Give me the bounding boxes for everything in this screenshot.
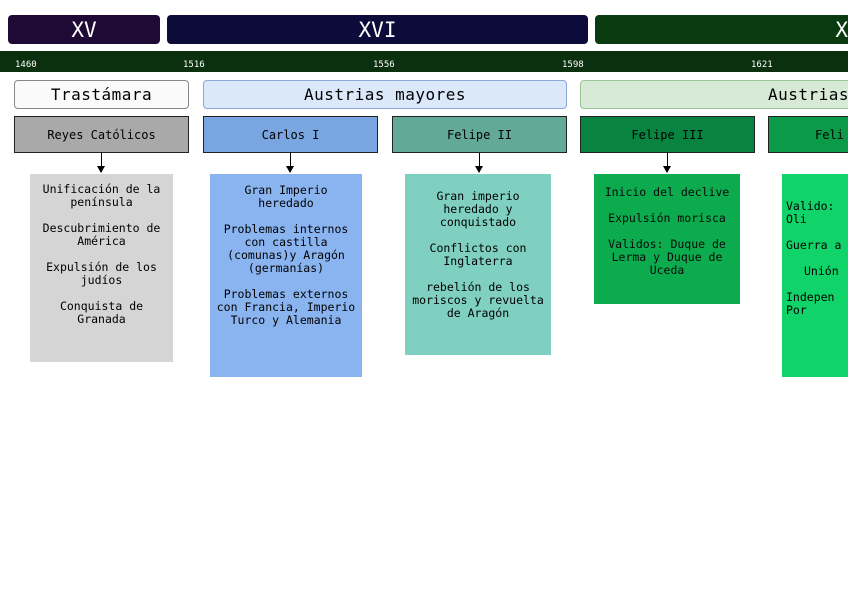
ruler-felipe-iv: Feli [768,116,848,153]
year-label: 1598 [562,60,584,70]
century-xvii: X [595,15,848,44]
events-carlos-i: Gran Imperio heredado Problemas internos… [210,174,362,377]
year-label: 1556 [373,60,395,70]
year-label: 1516 [183,60,205,70]
ruler-reyes-catolicos: Reyes Católicos [14,116,189,153]
dynasty-trastamara: Trastámara [14,80,189,109]
event-item: Validos: Duque de Lerma y Duque de Uceda [608,237,726,277]
dynasty-austrias-menores: Austrias [580,80,848,109]
dynasty-austrias-mayores: Austrias mayores [203,80,567,109]
events-reyes-catolicos: Unificación de la península Descubrimien… [30,174,173,362]
event-item: Conflictos con Inglaterra [429,241,527,268]
century-xvi: XVI [167,15,588,44]
event-item: Problemas externos con Francia, Imperio … [216,287,356,327]
event-item: Valido: Oli [786,199,835,226]
year-label: 1460 [15,60,37,70]
event-item: Gran imperio heredado y conquistado [436,189,520,229]
event-item: Inicio del declive [604,185,730,199]
ruler-carlos-i: Carlos I [203,116,378,153]
arrow-down-icon [663,153,671,173]
event-item: Expulsión morisca [608,211,726,225]
event-item: Unificación de la península [42,182,161,209]
event-item: rebelión de los moriscos y revuelta de A… [412,280,544,320]
ruler-felipe-iv-label: Feli [815,127,844,142]
ruler-felipe-iii: Felipe III [580,116,755,153]
event-item: Descubrimiento de América [42,221,161,248]
event-item: Problemas internos con castilla (comunas… [223,222,349,275]
dynasty-austrias-menores-label: Austrias [767,85,848,104]
event-item: Conquista de Granada [59,299,144,326]
events-felipe-iv: Valido: Oli Guerra a Unión Indepen Por [782,174,848,377]
events-felipe-iii: Inicio del declive Expulsión morisca Val… [594,174,740,304]
ruler-felipe-ii: Felipe II [392,116,567,153]
year-label: 1621 [751,60,773,70]
event-item: Guerra a [786,238,842,252]
arrow-down-icon [475,153,483,173]
arrow-down-icon [97,153,105,173]
event-item: Unión [804,264,839,278]
event-item: Expulsión de los judíos [46,260,157,287]
event-item: Indepen Por [786,290,835,317]
year-bar [0,51,848,72]
arrow-down-icon [286,153,294,173]
century-xv: XV [8,15,160,44]
events-felipe-ii: Gran imperio heredado y conquistado Conf… [405,174,551,355]
event-item: Gran Imperio heredado [244,183,328,210]
century-xvii-label: X [835,17,848,42]
